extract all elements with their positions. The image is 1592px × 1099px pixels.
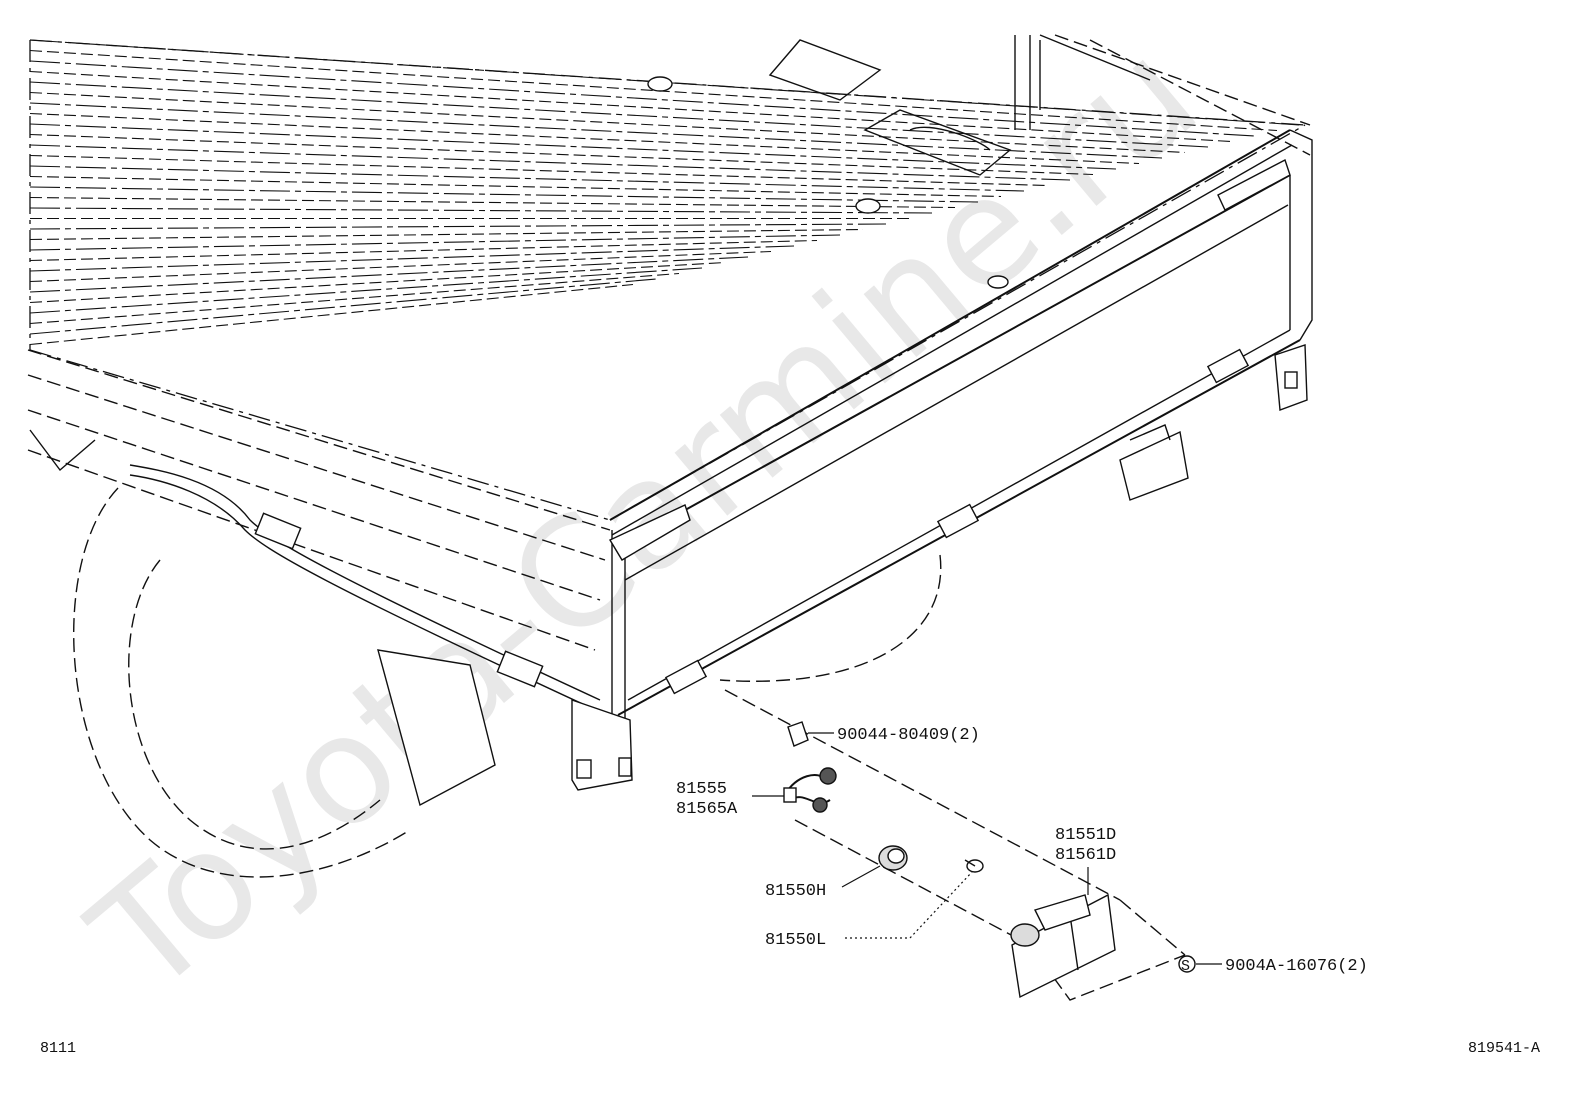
clip-nut <box>787 721 809 747</box>
headboard <box>647 34 1311 289</box>
deck-board-line <box>29 123 1117 170</box>
deck-board-line <box>29 250 772 283</box>
deck-board-line <box>29 133 1094 176</box>
deck-board-line <box>29 91 1186 154</box>
deck-board-line <box>29 272 680 325</box>
deck-board-line <box>29 112 1140 165</box>
deck-board-line <box>29 102 1163 159</box>
deck-board-line <box>29 261 726 304</box>
deck-board-line <box>29 165 1025 192</box>
deck-board-line <box>29 245 795 272</box>
license-lamp <box>1010 893 1116 999</box>
callout-socket-b: 81565A <box>676 800 738 819</box>
deck-board-line <box>29 81 1209 148</box>
deck-board-line <box>29 267 703 314</box>
tail-gate <box>571 129 1313 791</box>
rear-wheel <box>29 429 942 878</box>
deck-board-line <box>29 239 818 262</box>
callout-nut: 90044-80409(2) <box>837 726 980 745</box>
deck-board-line <box>29 60 1255 137</box>
deck-board-line <box>29 49 1278 132</box>
deck-board-line <box>29 175 1002 198</box>
callout-socket-a: 81555 <box>676 780 727 799</box>
deck-board-line <box>29 278 657 335</box>
deck-board-line <box>29 207 933 214</box>
figure-code: 819541-A <box>1468 1040 1540 1057</box>
exploded-assembly: S <box>724 689 1196 1001</box>
callout-labels: 90044-80409(2) 81555 81565A 81551D 81561… <box>676 726 1368 976</box>
deck-board-line <box>29 283 634 346</box>
callout-bulb-h: 81550H <box>765 882 826 901</box>
side-gate <box>27 349 611 713</box>
socket-wire <box>783 767 837 813</box>
bulb-81550l <box>964 859 984 873</box>
callout-screw: 9004A-16076(2) <box>1225 957 1368 976</box>
callout-lamp-a: 81551D <box>1055 826 1116 845</box>
screw-symbol-text: S <box>1181 958 1190 975</box>
deck-board-line <box>29 228 864 241</box>
deck-board-line <box>29 256 749 293</box>
deck-board-line <box>29 196 956 209</box>
callout-bulb-l: 81550L <box>765 931 826 950</box>
deck-board-line <box>29 70 1232 143</box>
screw-symbol: S <box>1178 955 1196 975</box>
section-code: 8111 <box>40 1040 76 1057</box>
deck-board-line <box>29 234 841 251</box>
deck-board-line <box>29 186 979 203</box>
bulb-81550h <box>878 845 908 871</box>
callout-lamp-b: 81561D <box>1055 846 1116 865</box>
leader-lines <box>752 732 1222 965</box>
deck-board-line <box>29 144 1071 181</box>
deck-board-line <box>29 223 887 230</box>
